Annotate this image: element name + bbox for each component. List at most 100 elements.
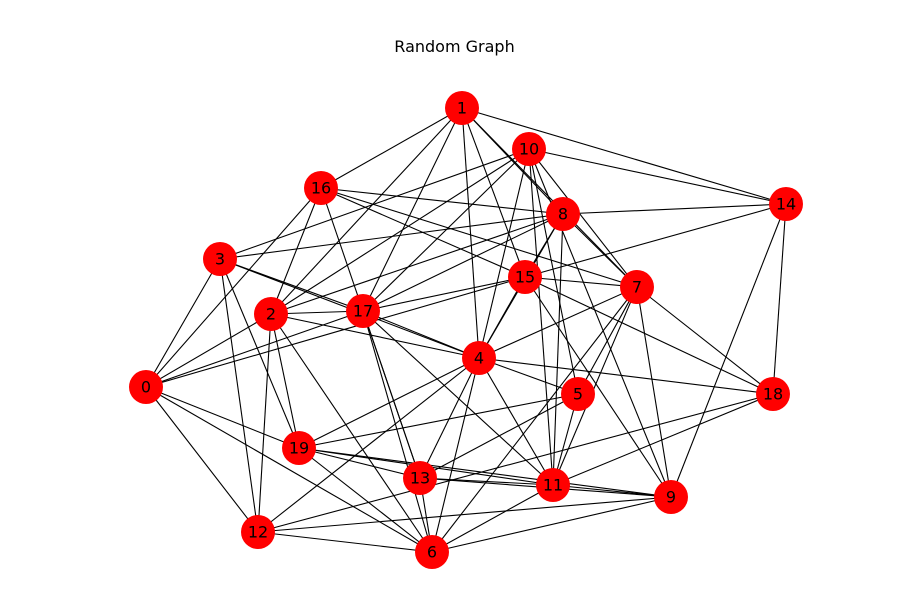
edge-3-8 [219, 213, 564, 260]
edge-5-19 [298, 393, 579, 449]
node-circle [546, 197, 580, 231]
edge-14-18 [772, 203, 787, 395]
node-label: 14 [776, 195, 796, 214]
edge-9-14 [670, 203, 787, 498]
node-0: 0 [129, 370, 163, 404]
edge-7-18 [636, 286, 774, 395]
node-10: 10 [512, 132, 546, 166]
edge-4-10 [478, 148, 530, 359]
node-9: 9 [654, 480, 688, 514]
edge-8-16 [320, 187, 564, 215]
edge-10-14 [528, 148, 787, 205]
node-label: 18 [763, 385, 783, 404]
node-label: 5 [573, 385, 583, 404]
graph-title: Random Graph [394, 37, 515, 56]
node-circle [561, 377, 595, 411]
node-4: 4 [462, 341, 496, 375]
edge-layer [145, 107, 787, 553]
edge-9-19 [298, 447, 672, 498]
node-label: 17 [353, 302, 373, 321]
node-circle [346, 294, 380, 328]
node-15: 15 [508, 260, 542, 294]
edge-10-17 [362, 148, 530, 312]
edge-12-18 [257, 393, 774, 533]
edge-8-17 [362, 213, 564, 312]
node-18: 18 [756, 377, 790, 411]
edge-11-18 [552, 393, 774, 486]
node-5: 5 [561, 377, 595, 411]
edge-7-15 [524, 276, 638, 288]
node-label: 4 [474, 349, 484, 368]
node-circle [536, 468, 570, 502]
node-label: 15 [515, 268, 535, 287]
edge-2-10 [270, 148, 530, 315]
node-label: 8 [558, 205, 568, 224]
edge-4-5 [478, 357, 579, 395]
node-label: 9 [666, 488, 676, 507]
node-label: 11 [543, 476, 563, 495]
node-circle [304, 171, 338, 205]
node-circle [445, 91, 479, 125]
edge-3-19 [219, 258, 300, 449]
edge-6-17 [362, 310, 433, 553]
node-label: 3 [215, 250, 225, 269]
edge-1-4 [461, 107, 480, 359]
edge-13-16 [320, 187, 421, 479]
node-12: 12 [241, 515, 275, 549]
node-label: 12 [248, 523, 268, 542]
edge-4-18 [478, 357, 774, 395]
edge-0-19 [145, 386, 300, 449]
edge-7-8 [562, 213, 638, 288]
node-label: 10 [519, 140, 539, 159]
node-13: 13 [403, 461, 437, 495]
edge-3-10 [219, 148, 530, 260]
node-16: 16 [304, 171, 338, 205]
edge-8-11 [552, 213, 564, 486]
node-circle [756, 377, 790, 411]
node-circle [620, 270, 654, 304]
node-circle [512, 132, 546, 166]
node-circle [254, 297, 288, 331]
edge-9-15 [524, 276, 672, 498]
edge-4-11 [478, 357, 554, 486]
node-label: 13 [410, 469, 430, 488]
edge-4-6 [431, 357, 480, 553]
edge-6-11 [431, 484, 554, 553]
edge-6-12 [257, 531, 433, 553]
node-circle [654, 480, 688, 514]
edge-15-18 [524, 276, 774, 395]
node-2: 2 [254, 297, 288, 331]
node-circle [241, 515, 275, 549]
node-circle [203, 242, 237, 276]
edge-0-6 [145, 386, 433, 553]
node-label: 16 [311, 179, 331, 198]
edge-0-12 [145, 386, 259, 533]
edge-1-7 [461, 107, 638, 288]
node-circle [462, 341, 496, 375]
edge-2-19 [270, 313, 300, 449]
edge-4-7 [478, 286, 638, 359]
node-1: 1 [445, 91, 479, 125]
node-7: 7 [620, 270, 654, 304]
node-circle [415, 535, 449, 569]
edge-9-12 [257, 496, 672, 533]
node-3: 3 [203, 242, 237, 276]
edge-4-12 [257, 357, 480, 533]
edge-15-17 [362, 276, 526, 312]
node-circle [403, 461, 437, 495]
edge-11-17 [362, 310, 554, 486]
edge-7-9 [636, 286, 672, 498]
edge-6-19 [298, 447, 433, 553]
node-label: 19 [289, 439, 309, 458]
edge-11-13 [419, 477, 554, 486]
edge-8-14 [562, 203, 787, 215]
edge-0-17 [145, 310, 364, 388]
edge-2-4 [270, 313, 480, 359]
edge-2-6 [270, 313, 433, 553]
edge-1-16 [320, 107, 463, 189]
edge-0-3 [145, 258, 221, 388]
edge-7-11 [552, 286, 638, 486]
edge-13-19 [298, 447, 421, 479]
edge-3-12 [219, 258, 259, 533]
